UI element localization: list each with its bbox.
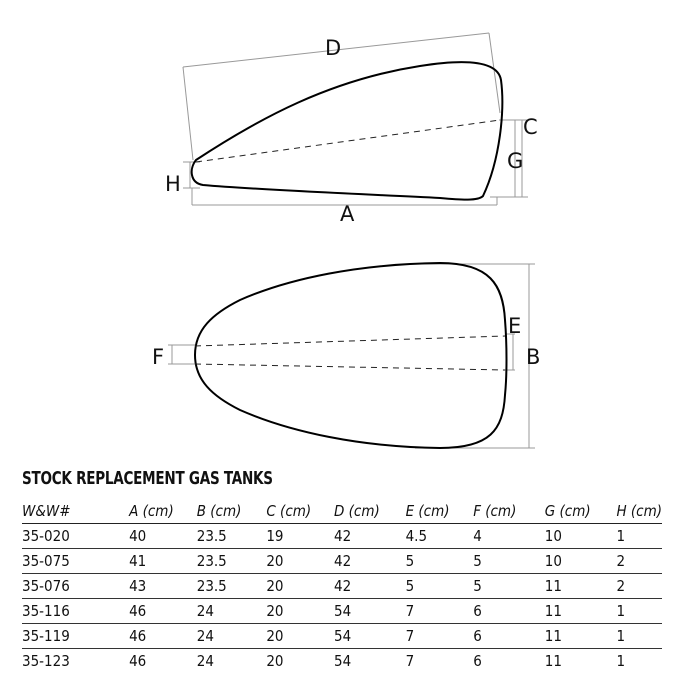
top-centerlines	[194, 335, 506, 371]
cell-g: 10	[544, 548, 617, 574]
cell-c: 20	[266, 623, 334, 649]
dimension-d-lines	[182, 32, 501, 161]
cell-a: 46	[129, 652, 147, 670]
cell-f: 6	[473, 623, 545, 649]
cell-part-number: 35-123	[22, 652, 70, 670]
cell-f: 6	[473, 652, 482, 670]
cell-part-number: 35-020	[22, 523, 130, 549]
side-centerline	[195, 119, 501, 163]
cell-a: 41	[129, 548, 197, 574]
cell-c: 20	[266, 598, 334, 624]
table-row: 35-020 40 23.5 19 42 4.5 4 10 1	[22, 523, 662, 549]
cell-b: 24	[196, 623, 267, 649]
cell-h: 1	[616, 598, 662, 624]
header-g: G (cm)	[544, 499, 617, 524]
dimension-lines-side	[183, 119, 528, 206]
tank-side-outline	[190, 61, 504, 201]
cell-g: 11	[544, 598, 617, 624]
cell-e: 7	[405, 623, 474, 649]
cell-b: 23.5	[196, 523, 267, 549]
tank-dimension-diagram: D C G H A F E B	[152, 32, 540, 450]
header-ww: W&W#	[22, 499, 130, 524]
cell-d: 54	[333, 598, 406, 624]
label-d: D	[325, 36, 341, 60]
cell-part-number: 35-076	[22, 573, 130, 599]
header-f: F (cm)	[473, 499, 545, 524]
table-row: 35-123 46 24 20 54 7 6 11 1	[22, 649, 662, 674]
label-e: E	[508, 314, 521, 338]
header-c: C (cm)	[266, 499, 334, 524]
header-e: E (cm)	[405, 499, 474, 524]
label-f: F	[152, 345, 164, 369]
cell-h: 1	[616, 623, 662, 649]
cell-part-number: 35-075	[22, 548, 130, 574]
cell-f: 6	[473, 598, 545, 624]
cell-g: 11	[544, 573, 617, 599]
cell-g: 11	[544, 623, 617, 649]
cell-d: 42	[333, 548, 406, 574]
tank-top-outline	[193, 261, 508, 450]
cell-c: 20	[266, 652, 284, 670]
cell-e: 4.5	[405, 523, 474, 549]
label-h: H	[165, 172, 181, 196]
label-a: A	[340, 202, 355, 226]
cell-a: 43	[129, 573, 197, 599]
cell-b: 23.5	[196, 548, 267, 574]
cell-h: 2	[616, 573, 662, 599]
cell-h: 1	[616, 523, 662, 549]
table-header-row: W&W# A (cm) B (cm) C (cm) D (cm) E (cm) …	[22, 499, 662, 524]
cell-b: 24	[196, 652, 214, 670]
cell-a: 40	[129, 523, 197, 549]
cell-part-number: 35-116	[22, 598, 130, 624]
cell-a: 46	[129, 623, 197, 649]
dimension-lines-top	[168, 263, 535, 449]
table-row: 35-119 46 24 20 54 7 6 11 1	[22, 623, 662, 649]
header-d: D (cm)	[333, 499, 406, 524]
side-view: D C G H A	[165, 32, 538, 226]
cell-c: 20	[266, 548, 334, 574]
cell-e: 7	[405, 598, 474, 624]
cell-b: 24	[196, 598, 267, 624]
dimensions-table: W&W# A (cm) B (cm) C (cm) D (cm) E (cm) …	[22, 499, 662, 673]
cell-e: 5	[405, 548, 474, 574]
header-a: A (cm)	[129, 499, 197, 524]
table-row: 35-075 41 23.5 20 42 5 5 10 2	[22, 548, 662, 574]
cell-a: 46	[129, 598, 197, 624]
header-b: B (cm)	[196, 499, 267, 524]
cell-e: 7	[405, 652, 415, 670]
cell-g: 10	[544, 523, 617, 549]
cell-d: 54	[333, 623, 406, 649]
cell-d: 42	[333, 573, 406, 599]
cell-b: 23.5	[196, 573, 267, 599]
cell-g: 11	[544, 652, 562, 670]
table-title: STOCK REPLACEMENT GAS TANKS	[22, 469, 273, 489]
cell-h: 1	[616, 652, 626, 670]
cell-part-number: 35-119	[22, 623, 130, 649]
table-row: 35-116 46 24 20 54 7 6 11 1	[22, 598, 662, 624]
cell-c: 20	[266, 573, 334, 599]
cell-f: 5	[473, 548, 545, 574]
top-view: F E B	[152, 261, 540, 450]
label-c: C	[523, 115, 538, 139]
label-g: G	[507, 149, 523, 173]
cell-d: 54	[333, 652, 352, 670]
cell-f: 4	[473, 523, 545, 549]
cell-d: 42	[333, 523, 406, 549]
header-h: H (cm)	[616, 499, 662, 524]
cell-f: 5	[473, 573, 545, 599]
cell-c: 19	[266, 523, 334, 549]
cell-h: 2	[616, 548, 662, 574]
cell-e: 5	[405, 573, 474, 599]
table-row: 35-076 43 23.5 20 42 5 5 11 2	[22, 573, 662, 599]
label-b: B	[526, 345, 540, 369]
